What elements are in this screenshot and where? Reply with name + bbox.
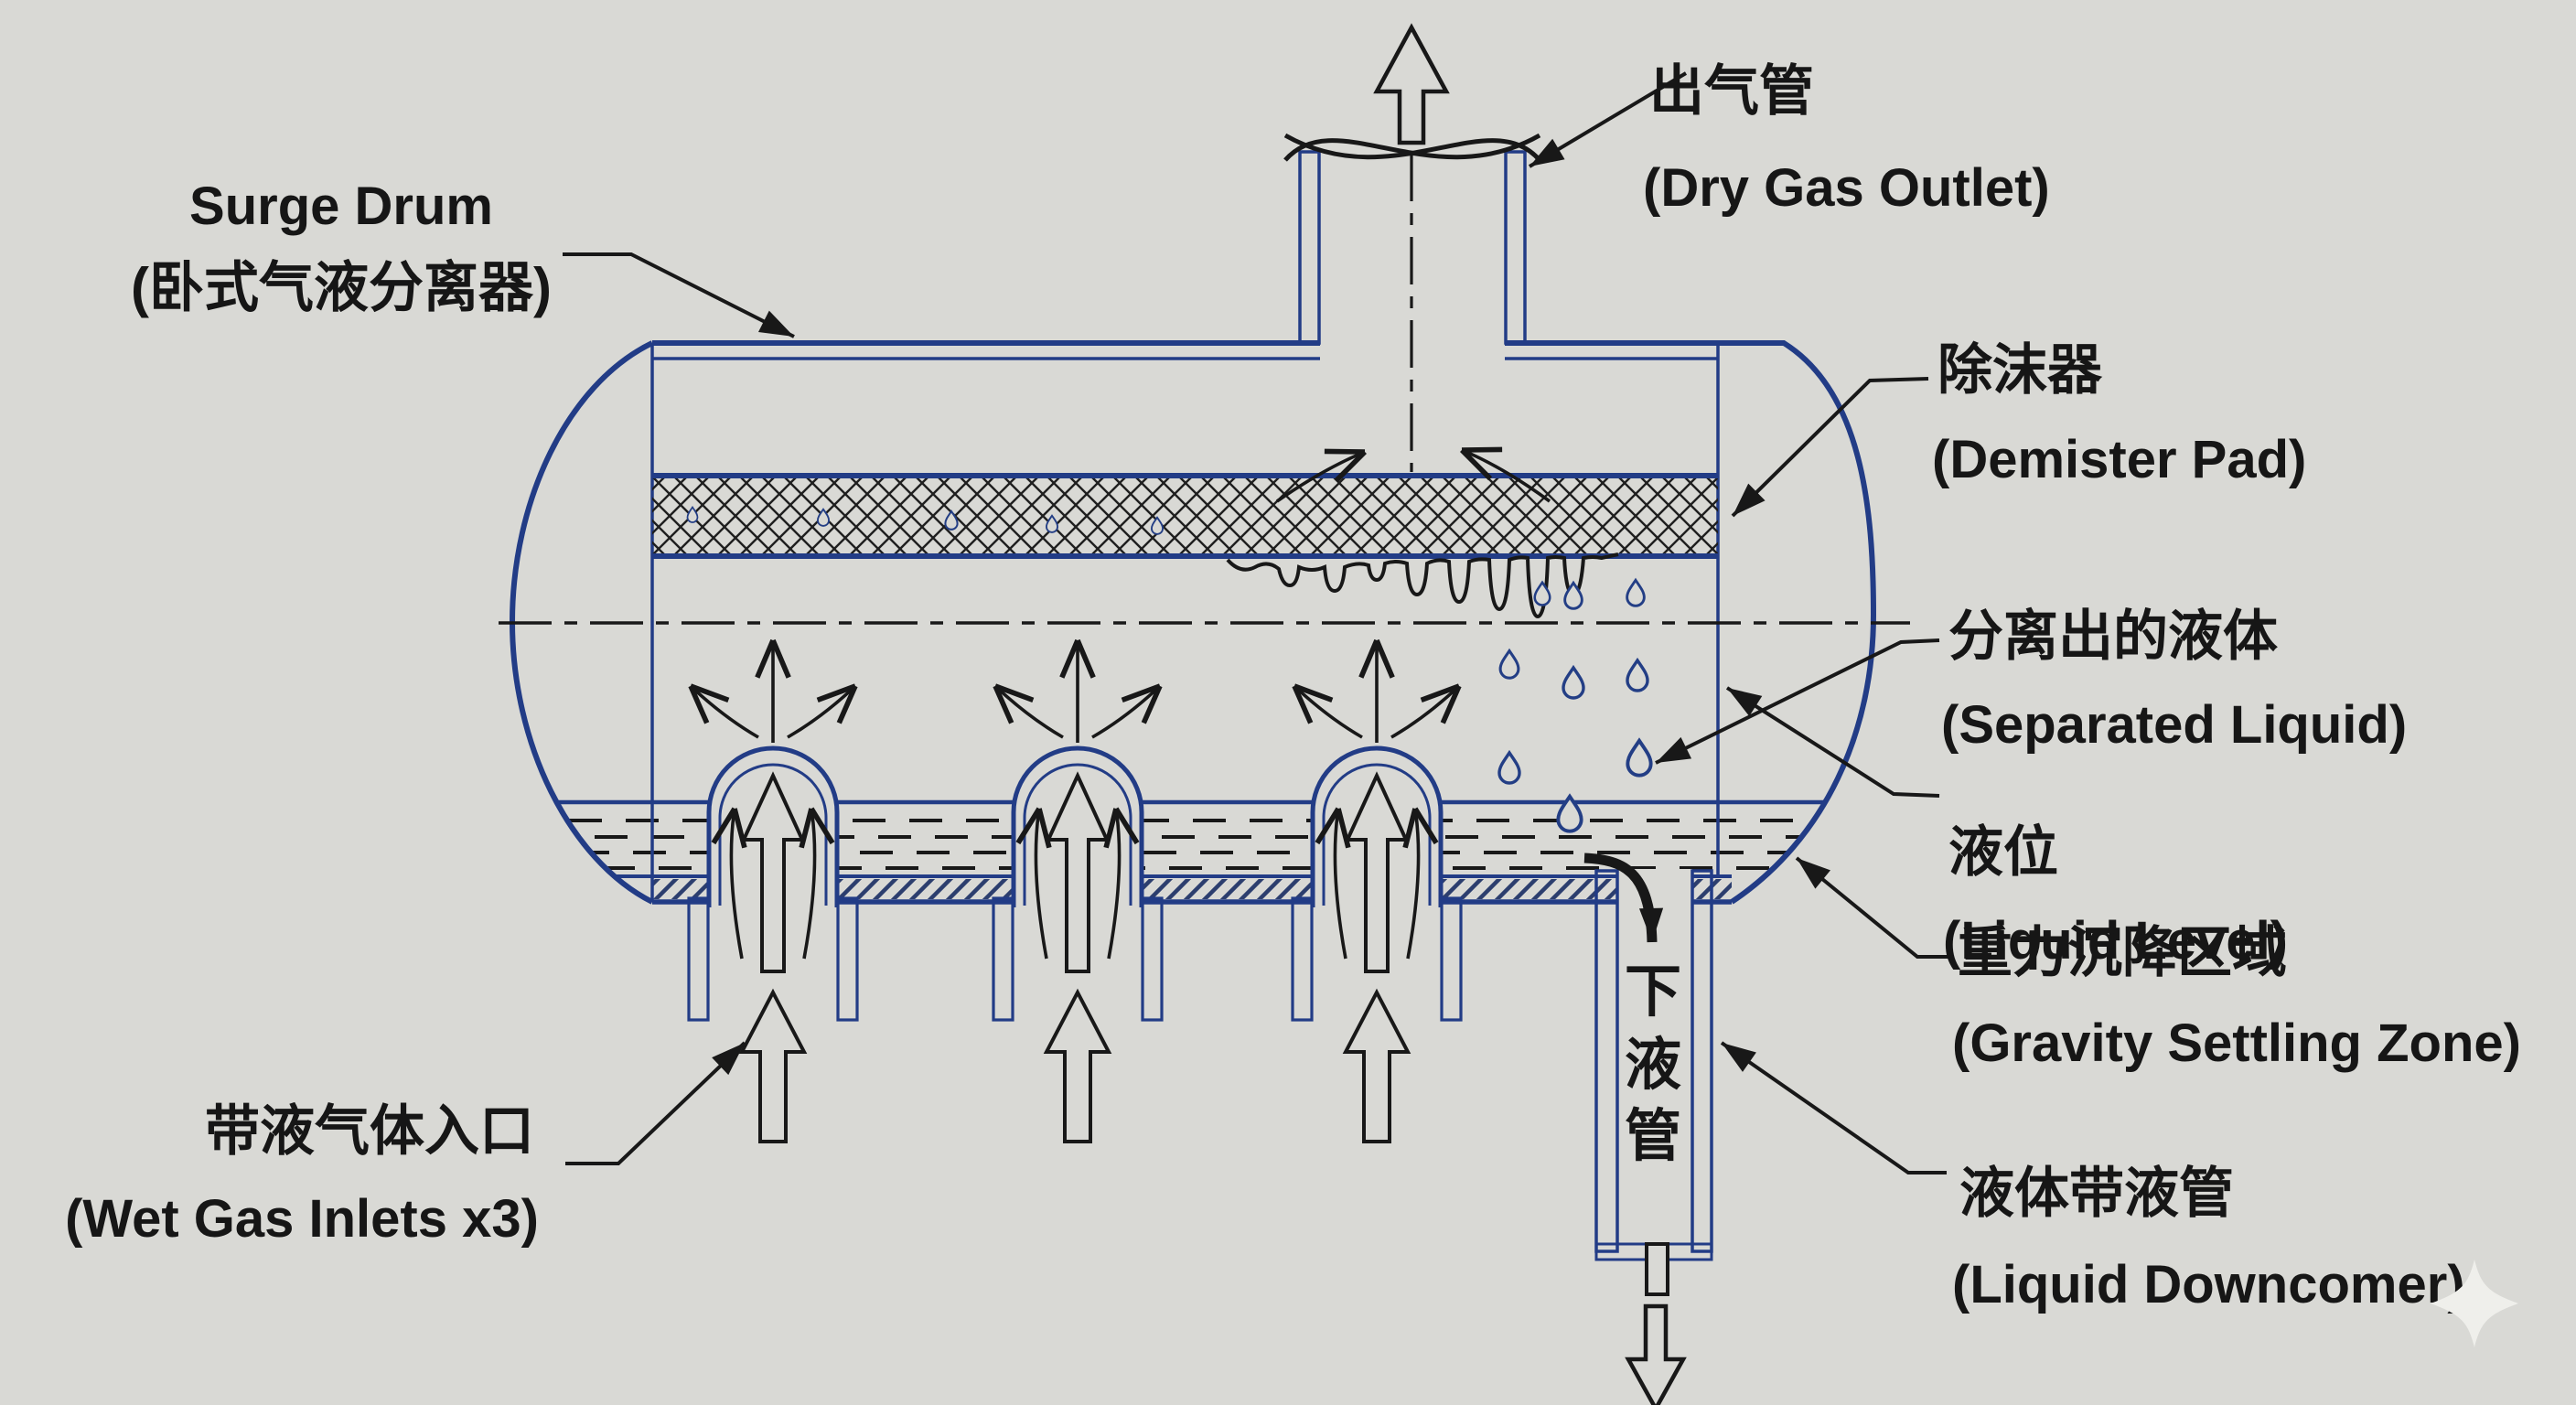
leader-surge-drum <box>563 252 795 338</box>
sparkle-icon <box>2431 1260 2518 1347</box>
leader-dry-gas-outlet <box>1528 71 1688 168</box>
gas-flow-arrow <box>1460 446 1551 503</box>
inlet-gas-arrow <box>738 988 808 1143</box>
liquid-into-downcomer-arrow <box>1583 853 1664 943</box>
downcomer-right-wall <box>1690 869 1713 1253</box>
gas-flow-arrow <box>1275 448 1367 503</box>
label-wet-gas-inlets-cn: 带液气体入口 <box>205 1100 534 1162</box>
inlet-riser-2 <box>992 638 1164 1143</box>
inlet-gas-arrow <box>1043 988 1112 1143</box>
label-liquid-level-cn: 液位 <box>1948 821 2058 883</box>
shell-top-and-right-head <box>652 340 1877 905</box>
liquid-downcomer-pipe: 下 液 管 <box>1583 853 1713 1405</box>
label-liquid-downcomer-en: (Liquid Downcomer) <box>1952 1255 2465 1314</box>
leader-liquid-downcomer <box>1720 1041 1947 1174</box>
label-demister-pad-cn: 除沫器 <box>1937 339 2103 401</box>
label-wet-gas-inlets-en: (Wet Gas Inlets x3) <box>65 1189 539 1249</box>
leader-demister-pad <box>1731 377 1929 518</box>
leader-lines <box>563 71 1948 1174</box>
dry-gas-outlet-nozzle <box>1275 23 1551 503</box>
label-gravity-settling-zone-en: (Gravity Settling Zone) <box>1952 1014 2521 1073</box>
gas-out-arrow <box>1373 23 1450 145</box>
downcomer-vertical-label: 下 <box>1625 960 1681 1024</box>
bottom-shell-hatch <box>652 879 1732 899</box>
downcomer-vertical-label: 液 <box>1625 1034 1681 1097</box>
demister-mesh <box>652 476 1718 556</box>
downcomer-left-wall <box>1594 869 1619 1253</box>
liquid-out-arrow <box>1625 1303 1687 1405</box>
label-surge-drum-cn: (卧式气液分离器) <box>131 257 552 318</box>
pipe-break-symbol <box>1283 133 1541 162</box>
label-demister-pad-en: (Demister Pad) <box>1932 430 2306 489</box>
label-gravity-settling-zone-cn: 重力沉降区域 <box>1958 922 2287 983</box>
inlet-gas-arrow <box>1342 988 1411 1143</box>
label-dry-gas-outlet-cn: 出气管 <box>1649 60 1814 122</box>
label-separated-liquid-cn: 分离出的液体 <box>1948 606 2278 667</box>
leader-gravity-settling-zone <box>1795 856 1948 959</box>
label-surge-drum-en: Surge Drum <box>189 177 493 236</box>
outlet-pipe-left-wall <box>1298 150 1321 345</box>
annotations: Surge Drum (卧式气液分离器) 出气管 (Dry Gas Outlet… <box>65 60 2521 1314</box>
demister-pad <box>652 473 1718 559</box>
downcomer-vertical-label: 管 <box>1625 1105 1681 1168</box>
label-separated-liquid-en: (Separated Liquid) <box>1941 695 2407 755</box>
label-liquid-downcomer-cn: 液体带液管 <box>1959 1163 2234 1224</box>
outlet-pipe-right-wall <box>1504 150 1527 345</box>
drain-stub <box>1645 1242 1669 1296</box>
leader-wet-gas-inlets <box>565 1041 746 1165</box>
inlet-riser-3 <box>1291 638 1463 1143</box>
leader-liquid-level <box>1725 686 1940 798</box>
label-liquid-level-en: (Liquid Level) <box>1943 911 2288 971</box>
liquid-dashes <box>512 819 1866 870</box>
label-dry-gas-outlet-en: (Dry Gas Outlet) <box>1643 158 2050 218</box>
drip-film <box>1226 552 1619 619</box>
leader-separated-liquid <box>1655 638 1940 765</box>
wet-gas-inlet-risers <box>687 638 1463 1143</box>
inlet-riser-1 <box>687 638 859 1143</box>
